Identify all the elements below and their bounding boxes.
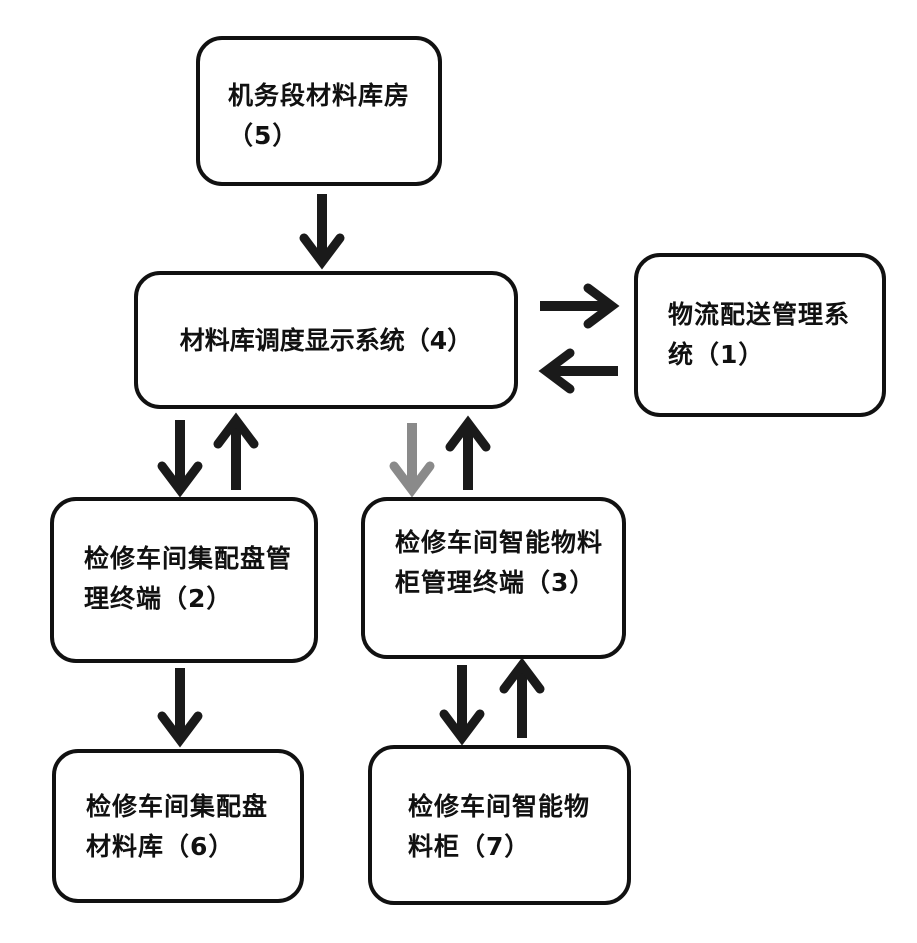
arrow-n2-to-n6 [162, 668, 198, 740]
arrow-n4-to-n1 [540, 288, 612, 324]
arrow-n1-to-n4 [546, 353, 618, 389]
node-label: 检修车间智能物料柜管理终端（3） [395, 523, 605, 603]
node-label: 检修车间集配盘管理终端（2） [84, 539, 294, 619]
arrow-n4-to-n2 [162, 420, 198, 490]
node-label: 物流配送管理系统（1） [668, 295, 868, 375]
node-label: 材料库调度显示系统（4） [138, 321, 514, 361]
node-cabinet-management-terminal: 检修车间智能物料柜管理终端（3） [361, 497, 626, 659]
arrow-n2-to-n4 [218, 420, 254, 490]
node-tray-material-warehouse: 检修车间集配盘材料库（6） [52, 749, 304, 903]
arrow-n5-to-n4 [304, 194, 340, 262]
node-label: 机务段材料库房（5） [228, 76, 418, 156]
arrow-n3-to-n4 [450, 423, 486, 490]
node-label: 检修车间集配盘材料库（6） [86, 787, 282, 867]
arrow-n4-to-n3 [394, 423, 430, 490]
node-label: 检修车间智能物料柜（7） [408, 787, 604, 867]
node-dispatch-display-system: 材料库调度显示系统（4） [134, 271, 518, 409]
arrow-n3-to-n7 [444, 665, 480, 738]
node-tray-management-terminal: 检修车间集配盘管理终端（2） [50, 497, 318, 663]
node-logistics-management-system: 物流配送管理系统（1） [634, 253, 886, 417]
node-smart-material-cabinet: 检修车间智能物料柜（7） [368, 745, 631, 905]
arrow-n7-to-n3 [504, 665, 540, 738]
node-depot-material-warehouse: 机务段材料库房（5） [196, 36, 442, 186]
